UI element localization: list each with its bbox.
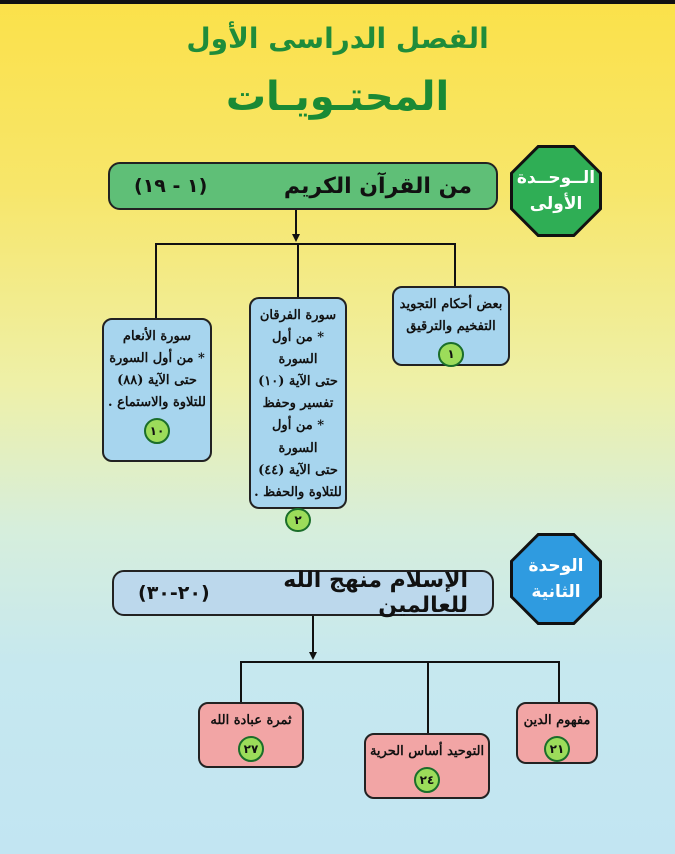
unit1-card-tajweed: بعض أحكام التجويد التفخيم والترقيق ١ xyxy=(392,286,510,367)
unit1-card-anam: سورة الأنعام * من أول السورة حتى الآية (… xyxy=(102,318,212,462)
page-number-badge: ٢ xyxy=(285,507,311,533)
unit2-label-line2: الثانية xyxy=(531,582,581,602)
page-number-badge: ٢٤ xyxy=(414,767,440,794)
card-line: للتلاوة والحفظ . xyxy=(254,484,342,500)
unit2-card-worship: ثمرة عبادة الله ٢٧ xyxy=(198,702,304,768)
unit2-banner-range: (٢٠-٣٠) xyxy=(138,582,210,604)
unit1-drop-line-2 xyxy=(297,243,299,298)
card-line: ثمرة عبادة الله xyxy=(210,713,292,728)
unit1-label-line2: الأولى xyxy=(529,194,583,214)
unit1-banner-title: من القرآن الكريم xyxy=(283,173,472,199)
unit1-card-furqan: سورة الفرقان * من أول السورة حتى الآية (… xyxy=(249,297,347,533)
top-border xyxy=(0,0,675,4)
card-line: مفهوم الدين xyxy=(523,713,591,728)
card-line: تفسير وحفظ xyxy=(262,396,334,412)
card-line: حتى الآية (٨٨) xyxy=(117,373,197,389)
page-number-badge: ١٠ xyxy=(144,418,170,445)
unit1-branch-line xyxy=(155,243,455,245)
card-line: حتى الآية (١٠) xyxy=(258,374,338,390)
unit1-drop-line-3 xyxy=(155,243,157,319)
card-line: * من أول السورة xyxy=(109,351,205,367)
unit2-drop-line-3 xyxy=(240,661,242,703)
card-line: التفخيم والترقيق xyxy=(406,319,496,335)
unit2-drop-line-1 xyxy=(558,661,560,703)
card-line: للتلاوة والاستماع . xyxy=(108,395,206,411)
unit1-drop-line-1 xyxy=(454,243,456,287)
card-line: سورة الأنعام xyxy=(122,329,192,344)
unit2-card-tawheed: التوحيد أساس الحرية ٢٤ xyxy=(364,733,490,799)
unit2-drop-line-2 xyxy=(427,661,429,734)
unit1-label-octagon: الــوحــدة الأولى xyxy=(510,145,602,237)
page-number-badge: ٢٧ xyxy=(238,736,264,763)
unit1-banner: من القرآن الكريم (١ - ١٩) xyxy=(108,162,498,210)
unit2-banner-title: الإسلام منهج الله للعالمين xyxy=(283,568,468,618)
card-line: بعض أحكام التجويد xyxy=(399,297,503,312)
card-line: التوحيد أساس الحرية xyxy=(369,744,485,759)
unit2-card-religion: مفهوم الدين ٢١ xyxy=(516,702,598,764)
page-number-badge: ١ xyxy=(438,342,464,367)
card-line: حتى الآية (٤٤) xyxy=(258,462,338,478)
card-line: * من أول السورة xyxy=(271,418,325,456)
card-line: سورة الفرقان xyxy=(259,308,337,323)
unit1-arrow-icon xyxy=(292,234,300,242)
unit1-trunk-line xyxy=(295,210,297,238)
unit2-label-octagon: الوحدة الثانية xyxy=(510,533,602,625)
page-number-badge: ٢١ xyxy=(544,736,570,762)
semester-title: الفصل الدراسى الأول xyxy=(186,22,489,55)
unit2-arrow-icon xyxy=(309,652,317,660)
unit2-banner: الإسلام منهج الله للعالمين (٢٠-٣٠) xyxy=(112,568,494,618)
unit1-banner-range: (١ - ١٩) xyxy=(134,175,208,197)
unit2-branch-line xyxy=(240,661,560,663)
card-line: * من أول السورة xyxy=(271,330,325,368)
unit1-label-line1: الــوحــدة xyxy=(516,167,596,188)
contents-title: المحتـويـات xyxy=(225,74,450,120)
unit2-trunk-line xyxy=(312,616,314,656)
unit2-label-line1: الوحدة xyxy=(528,555,584,576)
